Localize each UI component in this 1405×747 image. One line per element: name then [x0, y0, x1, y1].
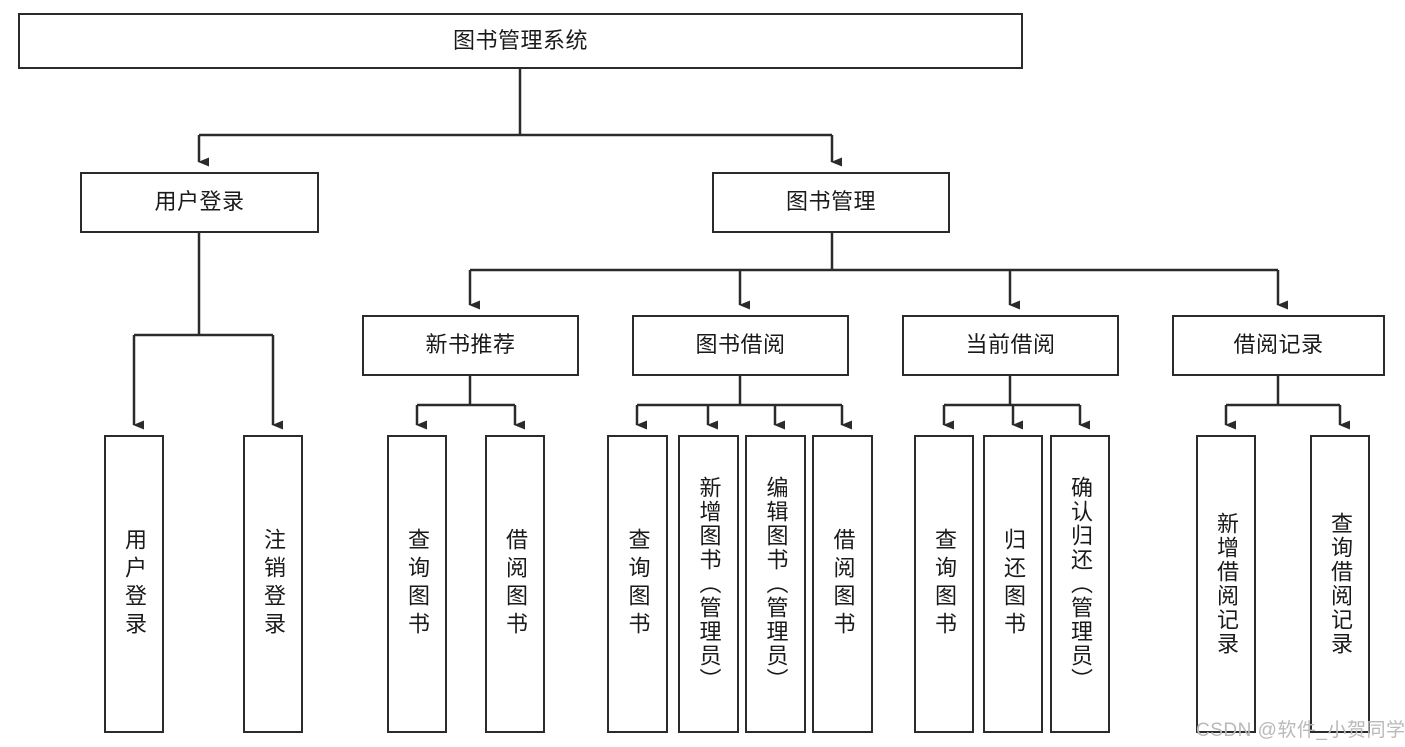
- leaf-logout[interactable]: 注销登录: [243, 435, 303, 733]
- leaf-confirm-return-admin-label: 确认归还（管理员）: [1068, 476, 1093, 692]
- node-user-login[interactable]: 用户登录: [80, 172, 319, 233]
- leaf-query-borrow-record-label: 查询借阅记录: [1328, 512, 1353, 656]
- node-user-login-label: 用户登录: [154, 189, 245, 215]
- leaf-add-book-admin[interactable]: 新增图书（管理员）: [678, 435, 739, 733]
- leaf-logout-label: 注销登录: [261, 528, 286, 640]
- leaf-borrow-book-recommend-label: 借阅图书: [503, 528, 528, 640]
- node-new-book-recommend[interactable]: 新书推荐: [362, 315, 579, 376]
- node-current-borrow-label: 当前借阅: [965, 332, 1056, 358]
- leaf-query-book-borrow-label: 查询图书: [625, 528, 651, 640]
- leaf-return-book-label: 归还图书: [1001, 528, 1026, 640]
- node-current-borrow[interactable]: 当前借阅: [902, 315, 1119, 376]
- leaf-edit-book-admin-label: 编辑图书（管理员）: [763, 476, 789, 692]
- node-root-label: 图书管理系统: [452, 27, 588, 53]
- node-borrow-record-label: 借阅记录: [1233, 332, 1324, 358]
- leaf-confirm-return-admin[interactable]: 确认归还（管理员）: [1050, 435, 1110, 733]
- node-book-management-label: 图书管理: [785, 189, 876, 215]
- node-book-management[interactable]: 图书管理: [712, 172, 950, 233]
- leaf-return-book[interactable]: 归还图书: [983, 435, 1043, 733]
- leaf-add-borrow-record-label: 新增借阅记录: [1214, 512, 1239, 656]
- leaf-query-book-recommend-label: 查询图书: [405, 528, 430, 640]
- node-root[interactable]: 图书管理系统: [18, 13, 1023, 69]
- leaf-query-book-current[interactable]: 查询图书: [914, 435, 974, 733]
- leaf-user-login[interactable]: 用户登录: [104, 435, 164, 733]
- node-book-borrow-label: 图书借阅: [695, 332, 786, 358]
- leaf-query-borrow-record[interactable]: 查询借阅记录: [1310, 435, 1370, 733]
- leaf-edit-book-admin[interactable]: 编辑图书（管理员）: [745, 435, 806, 733]
- node-borrow-record[interactable]: 借阅记录: [1172, 315, 1385, 376]
- leaf-query-book-borrow[interactable]: 查询图书: [607, 435, 668, 733]
- leaf-query-book-current-label: 查询图书: [932, 528, 957, 640]
- leaf-borrow-book-label: 借阅图书: [830, 528, 856, 640]
- leaf-borrow-book[interactable]: 借阅图书: [812, 435, 873, 733]
- csdn-watermark: CSDN @软件_小贺同学: [1196, 720, 1405, 741]
- leaf-user-login-label: 用户登录: [122, 528, 147, 640]
- node-new-book-recommend-label: 新书推荐: [425, 332, 516, 358]
- leaf-add-book-admin-label: 新增图书（管理员）: [696, 476, 722, 692]
- leaf-borrow-book-recommend[interactable]: 借阅图书: [485, 435, 545, 733]
- leaf-add-borrow-record[interactable]: 新增借阅记录: [1196, 435, 1256, 733]
- leaf-query-book-recommend[interactable]: 查询图书: [387, 435, 447, 733]
- node-book-borrow[interactable]: 图书借阅: [632, 315, 849, 376]
